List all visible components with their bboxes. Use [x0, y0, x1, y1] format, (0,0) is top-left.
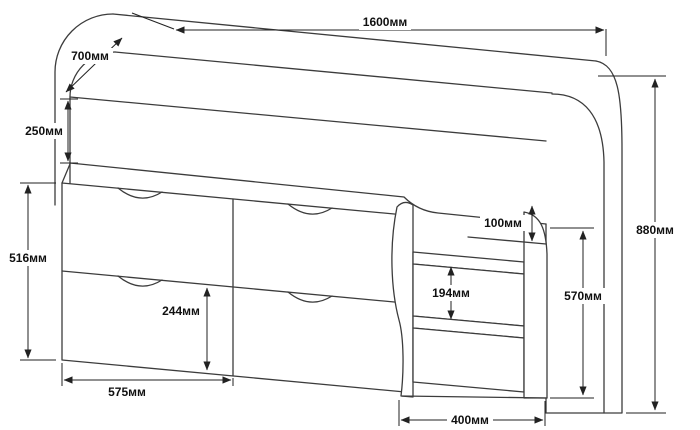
- right-headboard-inner-edge: [551, 93, 605, 414]
- dim-lower-drawer-height: 244мм: [158, 287, 211, 371]
- dim-label-drawer-width: 575мм: [108, 385, 146, 399]
- dim-depth-label-bg: [67, 48, 113, 64]
- dim-label-drawer-section-height: 516мм: [9, 251, 47, 265]
- dim-ladder-height-label-bg: [560, 288, 606, 304]
- dim-label-depth: 700мм: [71, 49, 109, 63]
- mattress-front-edge: [69, 96, 547, 142]
- dim-length: 1600мм: [131, 12, 607, 56]
- dim-total-height: 880мм: [598, 75, 678, 414]
- dim-label-rail-height: 250мм: [25, 124, 63, 138]
- dim-label-lower-drawer-height: 244мм: [162, 304, 200, 318]
- dim-depth-line: [65, 37, 123, 93]
- dim-step-rise: 194мм: [428, 266, 474, 320]
- rail-to-drawer-connector: [61, 163, 71, 184]
- drawer-handle-top-left: [117, 187, 163, 199]
- dim-lower-drawer-label-bg: [158, 303, 204, 319]
- dim-label-length: 1600мм: [363, 15, 408, 29]
- dim-label-step-rise: 194мм: [432, 286, 470, 300]
- back-rail-bottom-edge: [114, 51, 553, 94]
- dim-step-rise-label-bg: [428, 285, 474, 301]
- drawer-handle-bottom-right: [287, 291, 333, 303]
- dim-rail-height: 250мм: [21, 98, 78, 164]
- dim-label-ladder-depth: 400мм: [451, 413, 489, 427]
- stair-right-stringer: [523, 211, 548, 399]
- stair-left-stringer: [391, 201, 414, 398]
- front-safety-rail-bottom-edge: [69, 162, 547, 225]
- dim-length-label-bg: [359, 14, 411, 30]
- dim-drawer-width-label-bg: [104, 384, 150, 400]
- dim-depth: 700мм: [65, 37, 123, 93]
- stair-riser-lower: [412, 327, 525, 393]
- dim-label-ladder-height: 570мм: [564, 289, 602, 303]
- dim-ladder-height: 570мм: [550, 227, 606, 399]
- dim-step-gap-label-bg: [480, 215, 526, 231]
- dim-label-total-height: 880мм: [636, 223, 674, 237]
- left-headboard-inner-edge: [69, 51, 116, 206]
- left-headboard-outer-edge: [54, 13, 114, 206]
- dim-drawer-width: 575мм: [61, 363, 234, 400]
- dim-section-label-bg: [5, 250, 51, 266]
- dim-ladder-depth: 400мм: [398, 400, 546, 428]
- bed-outline: [54, 13, 623, 414]
- dim-rail-height-label-bg: [21, 123, 67, 139]
- dim-ladder-depth-label-bg: [447, 412, 493, 428]
- dim-step-gap: 100мм: [480, 205, 536, 242]
- dim-label-step-gap: 100мм: [484, 216, 522, 230]
- back-rail-top-edge: [112, 13, 597, 62]
- dim-total-height-label-bg: [632, 222, 678, 238]
- stair-base-line: [401, 395, 548, 399]
- dimension-annotations: 1600мм 700мм 250мм 516мм 244мм: [5, 12, 678, 428]
- dim-length-ext-left: [131, 12, 175, 30]
- drawer-handle-bottom-left: [117, 275, 163, 287]
- dim-drawer-section-height: 516мм: [5, 182, 56, 361]
- drawer-handle-top-right: [287, 203, 333, 215]
- right-headboard-outer-edge: [545, 60, 623, 414]
- stair-top-platform-edge: [467, 236, 547, 245]
